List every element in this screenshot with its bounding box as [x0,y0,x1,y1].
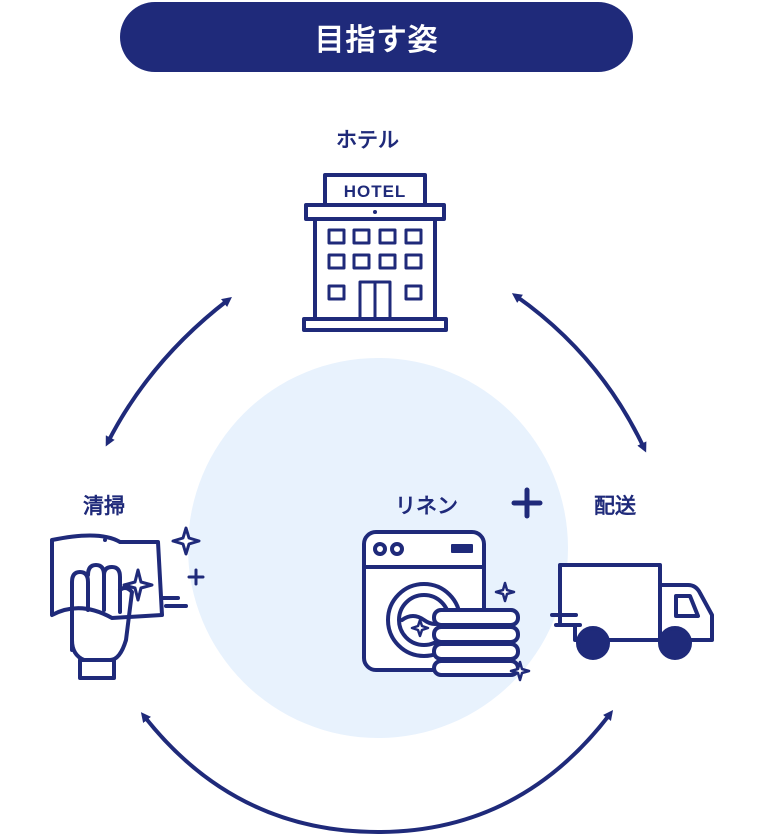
title-banner: 目指す姿 [120,2,633,72]
arrow-hotel-cleaning [105,296,232,447]
arrow-hotel-delivery [511,293,647,453]
delivery-truck-icon [550,563,714,660]
linen-label: リネン [395,494,458,518]
washing-machine-icon [362,530,531,682]
delivery-label: 配送 [594,494,636,518]
arrow-cleaning-delivery [140,710,614,835]
plus-icon [511,487,543,519]
hotel-label: ホテル [336,128,399,152]
hotel-sign-text: HOTEL [344,182,407,201]
cleaning-glove-icon [50,526,205,680]
hotel-building-icon [302,173,448,332]
page-title: 目指す姿 [314,23,439,58]
cleaning-label: 清掃 [83,494,125,518]
